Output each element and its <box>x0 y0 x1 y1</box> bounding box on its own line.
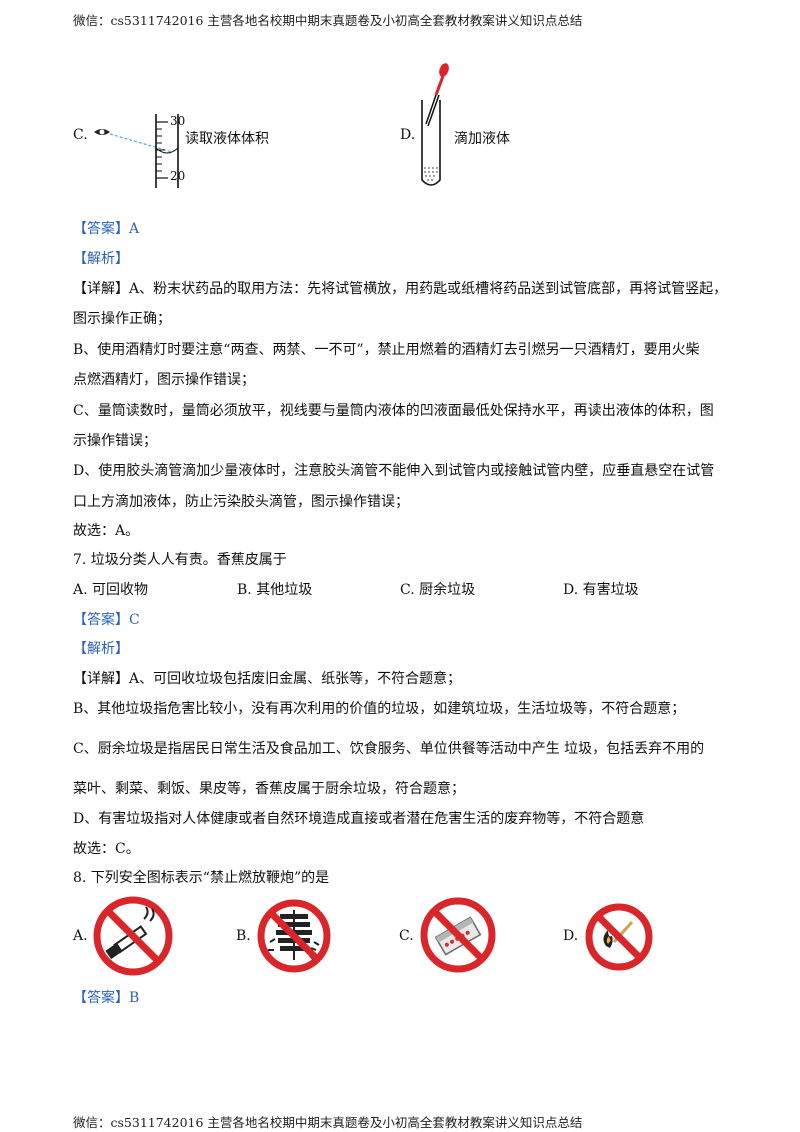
q8-answer: 【答案】B <box>73 990 140 1006</box>
no-open-flame-sign-icon <box>585 903 653 971</box>
q6-line: 图示操作正确； <box>73 311 171 327</box>
cylinder-top-mark: 30 <box>170 114 186 128</box>
no-matches-sign-icon <box>420 897 496 973</box>
q8-stem: 8. 下列安全图标表示“禁止燃放鞭炮”的是 <box>73 870 330 886</box>
q7-option-a: A. 可回收物 <box>73 582 149 598</box>
page-footer: 微信：cs5311742016 主营各地名校期中期末真题卷及小初高全套教材教案讲… <box>73 1115 583 1130</box>
q6-answer: 【答案】A <box>73 221 140 237</box>
q6-line: 【详解】A、粉末状药品的取用方法：先将试管横放，用药匙或纸槽将药品送到试管底部，… <box>73 281 728 297</box>
q7-line: 故选：C。 <box>73 841 140 857</box>
q6-line: 点燃酒精灯，图示操作错误； <box>73 372 255 388</box>
dropper-test-tube-figure <box>421 63 449 186</box>
q6-analysis-heading: 【解析】 <box>73 251 129 267</box>
option-d-caption: 滴加液体 <box>454 131 510 147</box>
q7-option-c: C. 厨余垃圾 <box>400 582 476 598</box>
q7-stem: 7. 垃圾分类人人有责。香蕉皮属于 <box>73 552 287 568</box>
q7-option-d: D. 有害垃圾 <box>563 582 639 598</box>
q7-line: D、有害垃圾指对人体健康或者自然环境造成直接或者潜在危害生活的废弃物等，不符合题… <box>73 811 645 827</box>
q7-line: B、其他垃圾指危害比较小，没有再次利用的价值的垃圾，如建筑垃圾，生活垃圾等，不符… <box>73 701 686 717</box>
option-c-caption: 读取液体体积 <box>185 131 269 147</box>
q8-option-a-label: A. <box>73 928 88 944</box>
page-header: 微信：cs5311742016 主营各地名校期中期末真题卷及小初高全套教材教案讲… <box>73 13 583 28</box>
q6-line: B、使用酒精灯时要注意“两查、两禁、一不可”，禁止用燃着的酒精灯去引燃另一只酒精… <box>73 342 700 358</box>
q6-line: 口上方滴加液体，防止污染胶头滴管，图示操作错误； <box>73 494 409 510</box>
option-c-label: C. <box>73 127 88 143</box>
q7-line: C、厨余垃圾是指居民日常生活及食品加工、饮食服务、单位供餐等活动中产生 垃圾，包… <box>73 741 705 757</box>
q8-option-c-label: C. <box>399 928 414 944</box>
no-firecrackers-sign-icon <box>257 899 331 973</box>
q8-option-d-label: D. <box>563 928 579 944</box>
no-smoking-sign-icon <box>93 896 173 976</box>
q8-option-b-label: B. <box>236 928 251 944</box>
q7-line: 菜叶、剩菜、剩饭、果皮等，香蕉皮属于厨余垃圾，符合题意； <box>73 781 465 797</box>
measuring-cylinder-figure <box>94 114 179 188</box>
q6-line: 故选：A。 <box>73 523 140 539</box>
q7-option-b: B. 其他垃圾 <box>237 582 313 598</box>
q7-analysis-heading: 【解析】 <box>73 641 129 657</box>
q7-line: 【详解】A、可回收垃圾包括废旧金属、纸张等，不符合题意； <box>73 671 462 687</box>
q7-answer: 【答案】C <box>73 612 140 628</box>
q6-line: D、使用胶头滴管滴加少量液体时，注意胶头滴管不能伸入到试管内或接触试管内壁，应垂… <box>73 463 715 479</box>
option-d-label: D. <box>400 127 416 143</box>
q6-line: C、量筒读数时，量筒必须放平，视线要与量筒内液体的凹液面最低处保持水平，再读出液… <box>73 403 714 419</box>
cylinder-bottom-mark: 20 <box>170 169 186 183</box>
q6-line: 示操作错误； <box>73 433 157 449</box>
